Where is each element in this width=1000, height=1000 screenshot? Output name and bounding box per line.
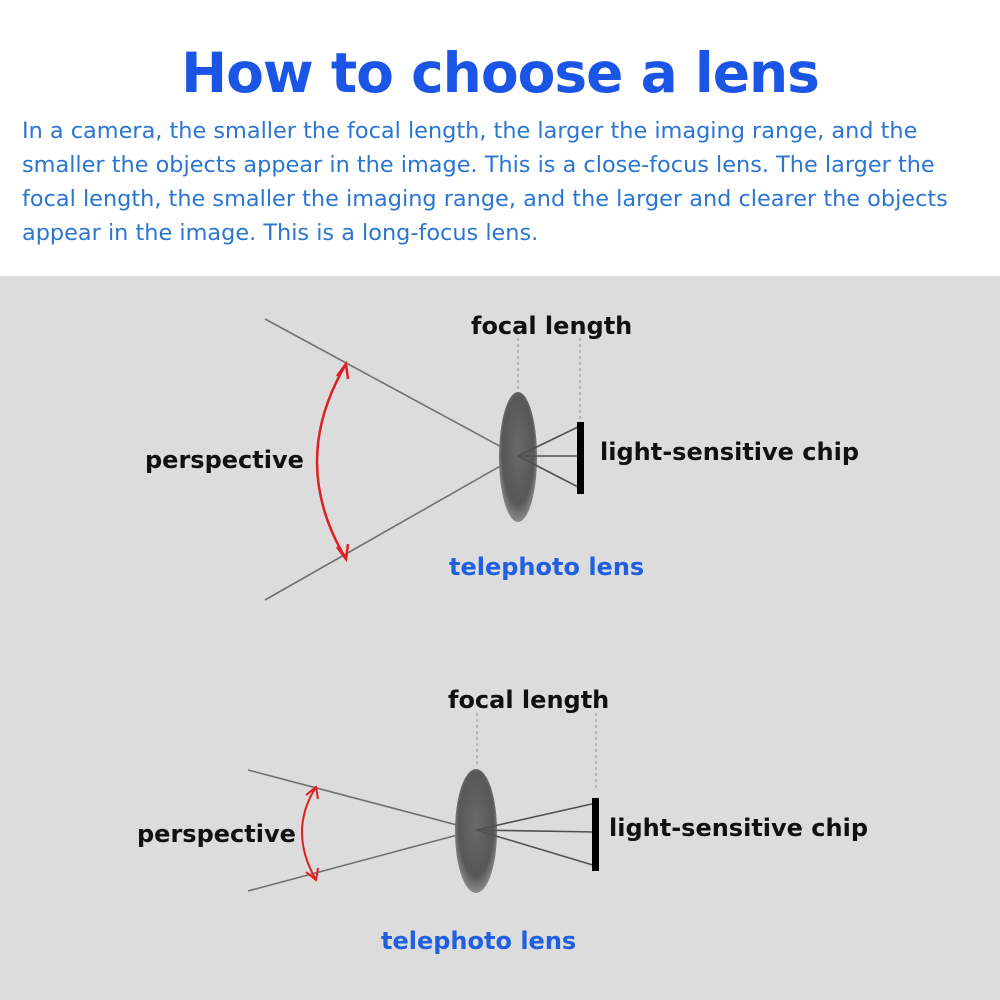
ray-line xyxy=(247,769,477,831)
lens-shape xyxy=(455,769,497,893)
lens-type-label: telephoto lens xyxy=(381,927,577,955)
diagram-1 xyxy=(264,318,584,601)
lens-shape xyxy=(499,392,537,522)
perspective-label: perspective xyxy=(137,820,296,848)
sensor-chip xyxy=(592,798,599,871)
ray-line xyxy=(475,829,597,833)
ray-line xyxy=(264,455,519,601)
ray-line xyxy=(247,829,477,892)
ray-line xyxy=(475,802,597,831)
ray-line xyxy=(475,829,597,867)
ray-line xyxy=(264,318,519,457)
description-text: In a camera, the smaller the focal lengt… xyxy=(22,118,948,246)
header: How to choose a lens In a camera, the sm… xyxy=(0,0,1000,276)
arrow-head xyxy=(305,867,319,882)
page-title: How to choose a lens xyxy=(181,41,820,105)
focal-length-label: focal length xyxy=(471,312,633,340)
arrow-head xyxy=(305,785,319,800)
lens-type-label: telephoto lens xyxy=(449,553,645,581)
arrow-head xyxy=(336,543,350,563)
ray-line xyxy=(517,455,581,489)
perspective-label: perspective xyxy=(145,446,304,474)
sensor-label: light-sensitive chip xyxy=(600,438,860,466)
diagram-area: focal length perspective light-sensitive… xyxy=(0,276,1000,1000)
sensor-label: light-sensitive chip xyxy=(609,814,869,842)
lens-diagrams xyxy=(247,318,599,893)
diagram-2 xyxy=(247,713,599,893)
perspective-arc xyxy=(301,786,317,881)
perspective-arc xyxy=(315,363,348,560)
sensor-chip xyxy=(577,422,584,494)
focal-length-label: focal length xyxy=(448,686,610,714)
ray-line xyxy=(517,425,581,457)
arrow-head xyxy=(336,360,350,380)
